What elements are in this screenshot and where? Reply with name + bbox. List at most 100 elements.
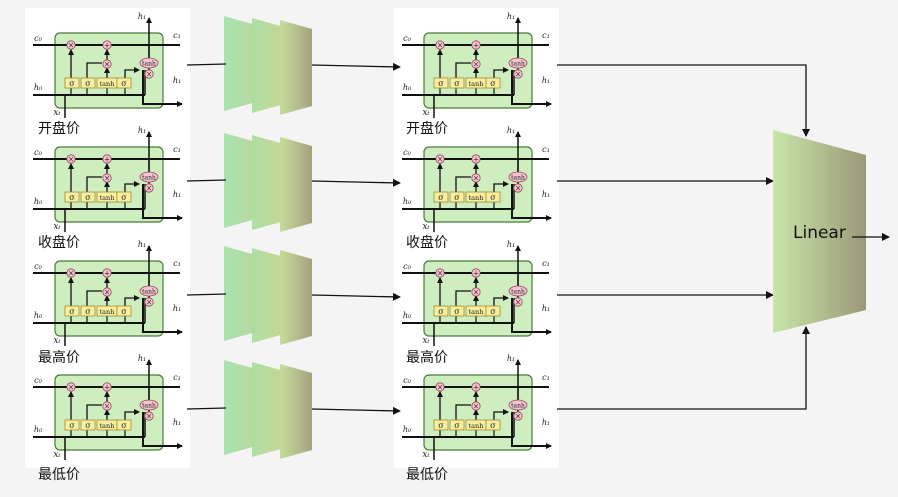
op-symbol: + [473, 156, 479, 164]
gate-label: σ [69, 421, 75, 430]
layer-slab [280, 137, 312, 232]
gate-sigma [449, 305, 465, 317]
gate-label: σ [121, 79, 127, 88]
gate-sigma [485, 191, 501, 203]
h-out-path [511, 70, 552, 107]
connector-arrow [311, 406, 401, 415]
op-add [471, 382, 481, 392]
c-out-label: c₁ [542, 259, 550, 268]
gate-label: tanh [469, 422, 484, 430]
c-in-label: c₀ [34, 262, 42, 271]
op-tanh-label: tanh [142, 403, 156, 410]
x-in-label: xₜ [422, 108, 430, 118]
op-symbol: × [146, 299, 152, 307]
gate-label: σ [438, 307, 444, 316]
h-out-label: h₁ [173, 304, 181, 313]
gate-label: σ [69, 193, 75, 202]
gate-sigma [116, 305, 132, 317]
gate-sigma [116, 77, 132, 89]
gate-sigma [485, 419, 501, 431]
output-path [124, 409, 140, 422]
op-mul [513, 411, 523, 421]
layer-slab [280, 364, 312, 459]
gate-label: σ [490, 307, 496, 316]
input-path [455, 290, 471, 308]
connector-line [186, 407, 227, 410]
h-in-label: h₀ [34, 311, 43, 320]
op-mul [66, 40, 76, 50]
feature-label-right-0: 开盘价 [406, 121, 448, 137]
x-in-label: xₜ [53, 108, 61, 118]
op-symbol: + [104, 384, 110, 392]
h-in-label: h₀ [34, 83, 43, 92]
gate-label: σ [454, 307, 460, 316]
feature-label-right-3: 最低价 [406, 467, 448, 483]
input-path [86, 404, 102, 422]
output-path [124, 67, 140, 80]
c-in-label: c₀ [34, 34, 42, 43]
h-top-label: h₁ [138, 354, 146, 363]
h-out-path [511, 298, 552, 335]
layer-slab [252, 18, 284, 113]
feature-label-left-3: 最低价 [38, 467, 80, 483]
op-add [471, 268, 481, 278]
op-mul [144, 183, 154, 193]
gate-label: σ [454, 79, 460, 88]
input-path [455, 176, 471, 194]
op-tanh [508, 285, 528, 297]
gate-label: σ [490, 79, 496, 88]
x-in-label: xₜ [53, 222, 61, 232]
gate-sigma [116, 419, 132, 431]
gate-sigma [433, 419, 449, 431]
gate-label: σ [85, 307, 91, 316]
op-symbol: × [146, 185, 152, 193]
op-mul [471, 401, 481, 411]
gate-label: σ [490, 421, 496, 430]
gate-sigma [433, 305, 449, 317]
layer-stack-3 [224, 360, 312, 459]
op-tanh [139, 171, 159, 183]
input-path [86, 290, 102, 308]
h-in-label: h₀ [34, 197, 43, 206]
op-symbol: × [104, 403, 110, 411]
gate-label: σ [85, 193, 91, 202]
linear-layer-label: Linear [793, 223, 846, 243]
op-tanh [139, 399, 159, 411]
gate-sigma [485, 305, 501, 317]
op-tanh-label: tanh [142, 61, 156, 68]
connector-line [186, 179, 227, 182]
op-symbol: × [68, 270, 74, 278]
h-out-label: h₁ [173, 418, 181, 427]
layer-slab [224, 360, 256, 455]
gate-sigma [64, 305, 80, 317]
c-in-label: c₀ [403, 376, 411, 385]
op-symbol: × [437, 270, 443, 278]
op-mul [102, 287, 112, 297]
h-top-label: h₁ [138, 126, 146, 135]
op-symbol: × [473, 403, 479, 411]
input-path [455, 62, 471, 80]
connector-arrow [311, 178, 401, 187]
gate-label: σ [438, 79, 444, 88]
gate-sigma [449, 419, 465, 431]
output-path [124, 295, 140, 308]
op-symbol: × [515, 185, 521, 193]
feature-label-left-0: 开盘价 [38, 121, 80, 137]
to-linear-arrow-0 [557, 64, 810, 137]
op-tanh [139, 285, 159, 297]
gate-label: σ [454, 421, 460, 430]
gate-label: σ [121, 193, 127, 202]
h-out-label: h₁ [542, 304, 550, 313]
gate-label: σ [454, 193, 460, 202]
gate-label: σ [490, 193, 496, 202]
c-out-label: c₁ [173, 259, 181, 268]
op-symbol: × [146, 71, 152, 79]
gate-label: tanh [100, 308, 115, 316]
c-in-label: c₀ [403, 148, 411, 157]
